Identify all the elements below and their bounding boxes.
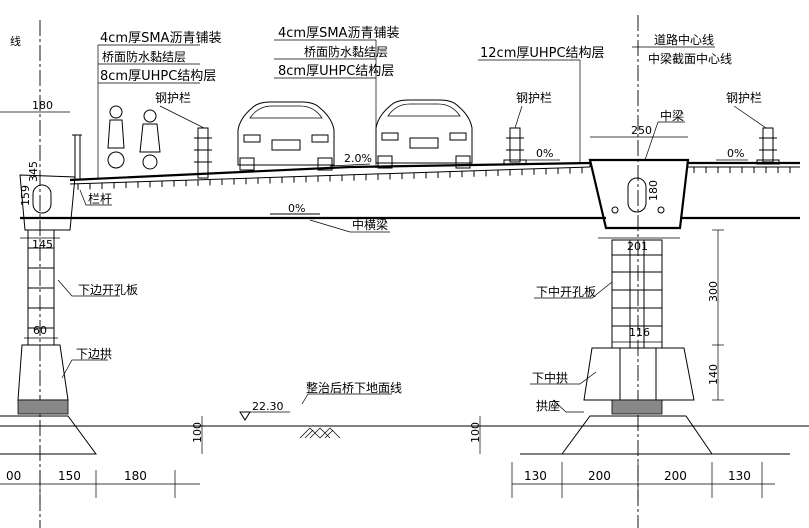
steel-rail-right: [756, 127, 780, 165]
dim-bottom-150: 150: [58, 469, 81, 483]
dim-201: 201: [627, 240, 648, 253]
dim-250: 250: [631, 124, 652, 137]
layer-uhpc12: 12cm厚UHPC结构层: [480, 46, 605, 61]
mid-cross-beam-label: 中横梁: [352, 217, 388, 232]
deck-slope-right: 0%: [536, 147, 553, 160]
layer-sma-left: 4cm厚SMA沥青铺装: [100, 31, 221, 46]
deck-slope-left: 2.0%: [344, 152, 372, 165]
dim-60: 60: [33, 324, 47, 337]
mid-pier-column: [583, 237, 695, 415]
left-foundation: [0, 415, 97, 455]
car-icon-right: [375, 99, 473, 169]
dim-300: 300: [707, 281, 720, 302]
dim-345: 345: [27, 161, 40, 182]
dim-180-mid: 180: [647, 180, 660, 201]
mid-girder-center-label: 中梁截面中心线: [648, 51, 732, 66]
deck-slope-far-right: 0%: [727, 147, 744, 160]
steel-rail-label-left: 钢护栏: [155, 90, 191, 105]
steel-rail-mid: [503, 127, 527, 165]
dim-159: 159: [19, 185, 32, 206]
top-left-fragment: 线: [10, 34, 21, 48]
mid-girder-box: [588, 158, 690, 230]
layer-uhpc8-mid: 8cm厚UHPC结构层: [278, 64, 394, 79]
ground-hatch-icon: [299, 427, 341, 439]
cyclist-icon: [107, 105, 125, 169]
dim-116: 116: [629, 326, 650, 339]
mid-cross-beam: 0%: [20, 202, 800, 220]
dim-100-left: 100: [191, 422, 204, 443]
lower-side-plate-label: 下边开孔板: [78, 283, 138, 297]
layer-sma-mid: 4cm厚SMA沥青铺装: [278, 26, 399, 41]
dim-bottom-130-left: 130: [524, 469, 547, 483]
dim-bottom-200-left: 200: [588, 469, 611, 483]
layer-waterproof-mid: 桥面防水黏结层: [304, 44, 388, 59]
dim-180-top: 180: [32, 99, 53, 112]
pedestrian-icon: [139, 109, 161, 170]
elevation-marker-icon: [239, 411, 290, 421]
deck-slab: [69, 161, 800, 190]
cross-beam-slope-label: 0%: [288, 202, 305, 215]
dim-100-right: 100: [469, 422, 482, 443]
lower-mid-plate-label: 下中开孔板: [536, 284, 596, 299]
elevation-value: 22.30: [252, 400, 284, 413]
ground-line-label: 整治后桥下地面线: [306, 380, 402, 395]
road-center-label: 道路中心线: [654, 32, 714, 47]
dim-bottom-00: 00: [6, 469, 21, 483]
layer-waterproof-left: 桥面防水黏结层: [102, 49, 186, 64]
steel-rail-label-right: 钢护栏: [726, 90, 762, 105]
dim-145: 145: [32, 238, 53, 251]
dim-140: 140: [707, 364, 720, 385]
left-edge-girder: [19, 134, 82, 231]
layer-callout-left: [97, 44, 200, 178]
lower-mid-arch-label: 下中拱: [532, 370, 568, 385]
dim-bottom-130-right: 130: [728, 469, 751, 483]
lower-side-arch-label: 下边拱: [76, 347, 112, 361]
steel-rail-left: [194, 127, 212, 179]
car-icon-left: [237, 101, 335, 171]
layer-uhpc8-left: 8cm厚UHPC结构层: [100, 69, 216, 84]
arch-seat-foundation: [520, 415, 790, 455]
dim-bottom-180: 180: [124, 469, 147, 483]
left-pier-column: [17, 229, 69, 415]
mid-girder-label: 中梁: [660, 108, 684, 123]
steel-rail-label-mid: 钢护栏: [516, 90, 552, 105]
railing-label: 栏杆: [88, 191, 112, 206]
dim-bottom-200-right: 200: [664, 469, 687, 483]
arch-seat-label: 拱座: [536, 398, 560, 413]
